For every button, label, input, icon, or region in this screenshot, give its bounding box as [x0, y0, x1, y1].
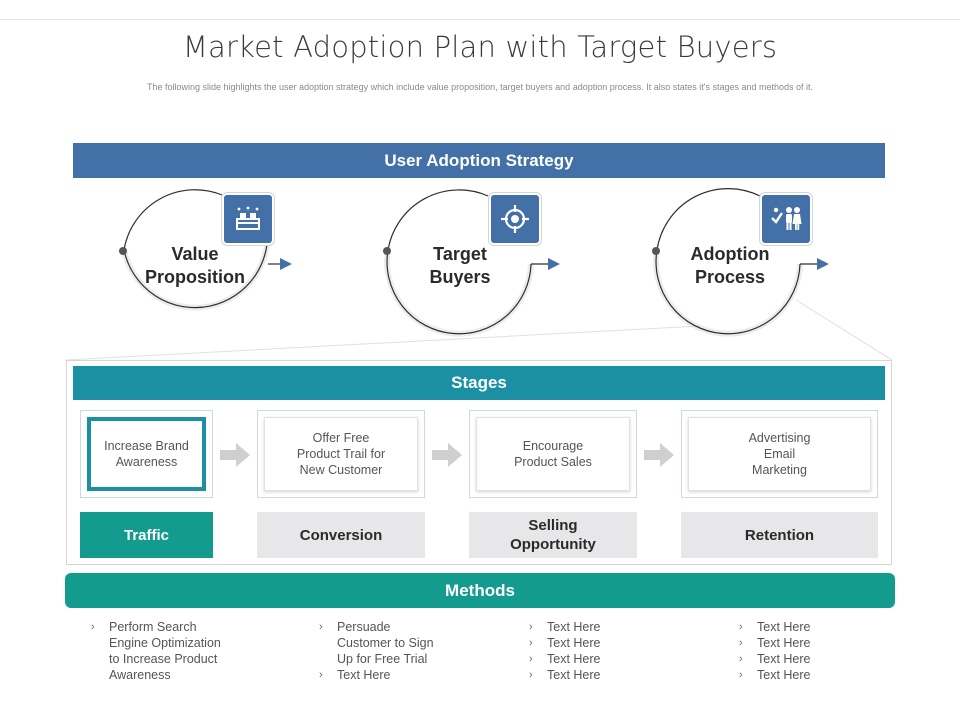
- target-icon: [489, 193, 541, 245]
- chevron-right-icon: ›: [529, 621, 533, 633]
- method-item: › Text Here: [529, 635, 679, 651]
- methods-column-1: › Perform Search Engine Optimization to …: [91, 619, 261, 683]
- stage-card-text: Advertising Email Marketing: [688, 417, 871, 491]
- stages-header-label: Stages: [451, 373, 507, 392]
- stage-card-advertising-email: Advertising Email Marketing: [681, 410, 878, 498]
- stage-tag-retention: Retention: [681, 512, 878, 558]
- method-text: Text Here: [757, 668, 811, 682]
- method-text: Text Here: [547, 636, 601, 650]
- stage-tag-label: Conversion: [299, 526, 383, 544]
- method-item: › Text Here: [739, 635, 889, 651]
- method-text: Text Here: [547, 668, 601, 682]
- page-title: Market Adoption Plan with Target Buyers: [182, 30, 778, 64]
- method-item: › Perform Search Engine Optimization to …: [91, 619, 261, 683]
- method-item: › Text Here: [319, 667, 489, 683]
- stage-arrow-3: [644, 443, 674, 467]
- stage-tag-traffic: Traffic: [80, 512, 213, 558]
- method-text: Text Here: [757, 636, 811, 650]
- method-text: Text Here: [337, 668, 391, 682]
- method-item: › Text Here: [529, 619, 679, 635]
- people-adoption-icon: [760, 193, 812, 245]
- product-boxes-icon: [222, 193, 274, 245]
- stage-tag-label: Retention: [744, 526, 815, 544]
- top-divider: [0, 19, 960, 20]
- stage-tag-conversion: Conversion: [257, 512, 425, 558]
- methods-column-2: › Persuade Customer to Sign Up for Free …: [319, 619, 489, 683]
- method-item: › Text Here: [739, 619, 889, 635]
- stage-arrow-2: [432, 443, 462, 467]
- stage-card-encourage-sales: Encourage Product Sales: [469, 410, 637, 498]
- page-subtitle: The following slide highlights the user …: [146, 82, 814, 92]
- method-text: Persuade Customer to Sign Up for Free Tr…: [337, 620, 434, 666]
- strategy-item-target-buyers: Target Buyers: [429, 244, 491, 287]
- chevron-right-icon: ›: [739, 653, 743, 665]
- method-text: Perform Search Engine Optimization to In…: [109, 620, 221, 682]
- zoom-connector-right: [795, 299, 893, 361]
- stages-header: Stages: [73, 366, 885, 400]
- stages-panel: [66, 360, 892, 565]
- method-item: › Text Here: [529, 667, 679, 683]
- chevron-right-icon: ›: [529, 669, 533, 681]
- stage-arrow-1: [220, 443, 250, 467]
- methods-header-label: Methods: [445, 580, 515, 600]
- chevron-right-icon: ›: [319, 669, 323, 681]
- stage-card-text: Offer Free Product Trail for New Custome…: [264, 417, 418, 491]
- strategy-item-value-proposition: Value Proposition: [145, 244, 245, 287]
- method-text: Text Here: [757, 652, 811, 666]
- stage-card-increase-brand-awareness: Increase Brand Awareness: [80, 410, 213, 498]
- chevron-right-icon: ›: [529, 637, 533, 649]
- method-text: Text Here: [547, 652, 601, 666]
- chevron-right-icon: ›: [739, 621, 743, 633]
- stage-tag-selling-opportunity: Selling Opportunity: [469, 512, 637, 558]
- chevron-right-icon: ›: [319, 621, 323, 633]
- methods-column-3: › Text Here › Text Here › Text Here › Te…: [529, 619, 679, 683]
- stage-card-offer-free-trial: Offer Free Product Trail for New Custome…: [257, 410, 425, 498]
- strategy-item-adoption-process: Adoption Process: [690, 244, 770, 287]
- zoom-connector-left: [65, 325, 701, 361]
- method-item: › Persuade Customer to Sign Up for Free …: [319, 619, 489, 667]
- method-text: Text Here: [547, 620, 601, 634]
- chevron-right-icon: ›: [739, 669, 743, 681]
- stage-card-text: Increase Brand Awareness: [87, 417, 206, 491]
- stage-card-text: Encourage Product Sales: [476, 417, 630, 491]
- method-item: › Text Here: [529, 651, 679, 667]
- chevron-right-icon: ›: [529, 653, 533, 665]
- strategy-header-label: User Adoption Strategy: [384, 150, 574, 170]
- strategy-header: User Adoption Strategy: [73, 143, 885, 178]
- chevron-right-icon: ›: [91, 621, 95, 633]
- method-item: › Text Here: [739, 651, 889, 667]
- chevron-right-icon: ›: [739, 637, 743, 649]
- stage-tag-label: Traffic: [123, 526, 169, 544]
- method-text: Text Here: [757, 620, 811, 634]
- method-item: › Text Here: [739, 667, 889, 683]
- stage-tag-label: Selling Opportunity: [510, 517, 596, 553]
- methods-column-4: › Text Here › Text Here › Text Here › Te…: [739, 619, 889, 683]
- methods-header: Methods: [65, 573, 895, 608]
